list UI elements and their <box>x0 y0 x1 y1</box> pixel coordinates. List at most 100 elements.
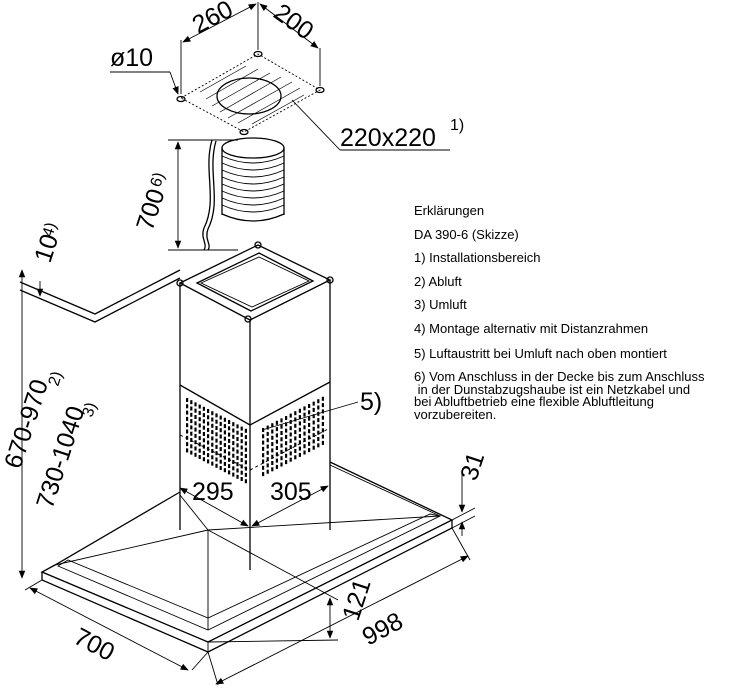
vent-slot <box>223 424 226 429</box>
vent-slot <box>215 419 218 424</box>
vent-slot <box>285 447 288 452</box>
vent-slot <box>223 443 226 447</box>
vent-slot <box>202 457 205 462</box>
vent-slot <box>211 442 214 447</box>
vent-slot <box>190 400 193 405</box>
vent-slot <box>317 405 320 410</box>
vent-slot <box>303 406 306 411</box>
canopy-height-dimension <box>207 529 339 643</box>
vent-slot <box>280 431 283 435</box>
vent-slot <box>289 426 292 431</box>
vent-slot <box>211 455 214 460</box>
vent-slot <box>215 426 218 430</box>
vent-slots-left <box>186 398 247 484</box>
vent-slot <box>266 431 269 436</box>
vent-slot <box>198 442 201 447</box>
vent-slot <box>215 457 218 462</box>
vent-slot <box>223 436 226 441</box>
vent-slot <box>215 438 218 443</box>
vent-slot <box>271 461 274 465</box>
top-width-label: 260 <box>188 0 238 39</box>
vent-slot <box>303 419 306 423</box>
vent-slot <box>262 453 265 458</box>
vent-slot <box>236 430 239 435</box>
mount-hole-right <box>315 86 325 94</box>
duct-height-label: 700 <box>131 186 171 234</box>
vent-slot <box>207 446 210 451</box>
vent-slot <box>262 472 265 477</box>
vent-slot <box>266 469 269 474</box>
top-depth-label: 200 <box>268 0 318 45</box>
depth-label: 700 <box>69 623 119 667</box>
vent-slot <box>303 437 306 442</box>
legend-item: 5) Luftaustritt bei Umluft nach oben mon… <box>414 346 667 361</box>
vent-slot <box>298 421 301 426</box>
legend-note-line: 6) Vom Anschluss in der Decke bis zum An… <box>414 369 705 384</box>
canopy-thickness-dimension <box>451 470 476 536</box>
vent-slot <box>198 448 201 453</box>
vent-slot <box>280 456 283 461</box>
vent-slot <box>275 464 278 469</box>
vent-slot <box>298 434 301 438</box>
vent-slot <box>240 451 243 456</box>
vent-slot <box>219 421 222 426</box>
vent-slot <box>312 433 315 438</box>
vent-slot <box>186 398 189 402</box>
vent-slot <box>280 424 283 429</box>
vent-slot <box>271 448 274 453</box>
vent-slot <box>223 430 226 435</box>
vent-slot <box>266 425 269 430</box>
vent-slots-right <box>262 396 324 477</box>
vent-slot <box>190 438 193 442</box>
vent-slot <box>317 430 320 435</box>
vent-slot <box>321 396 324 401</box>
vent-slot <box>232 453 235 458</box>
vent-slot <box>190 450 193 455</box>
vent-slot <box>194 421 197 426</box>
vent-slot <box>321 422 324 426</box>
vent-slot <box>262 465 265 470</box>
vent-slot <box>285 428 288 433</box>
vent-slot <box>240 432 243 437</box>
vent-slot <box>232 428 235 433</box>
vent-slot <box>244 435 247 440</box>
vent-slot <box>186 423 189 428</box>
vent-slot <box>194 415 197 419</box>
vent-slot <box>312 407 315 412</box>
duct-height-dimension <box>168 139 238 251</box>
vent-slot <box>211 423 214 428</box>
vent-slot <box>294 417 297 422</box>
vent-slot <box>289 457 292 462</box>
vent-slot <box>236 468 239 473</box>
vent-slot <box>321 440 324 445</box>
vent-slot <box>317 424 320 429</box>
vent-slot <box>289 445 292 450</box>
vent-slot <box>232 441 235 446</box>
vent-slot <box>207 453 210 458</box>
vent-slot <box>317 399 320 404</box>
vent-slot <box>298 408 301 413</box>
vent-slot <box>240 445 243 450</box>
vent-slot <box>211 461 214 466</box>
vent-slot <box>294 423 297 428</box>
vent-slot <box>194 408 197 413</box>
vent-slot <box>244 466 247 471</box>
legend: Erklärungen DA 390-6 (Skizze) 1) Install… <box>414 203 705 422</box>
vent-slot <box>198 423 201 428</box>
vent-slot <box>280 449 283 454</box>
chimney-width-dimensions <box>179 485 329 527</box>
vent-callout-label: 5) <box>360 388 382 416</box>
vent-slot <box>190 419 193 424</box>
vent-slot <box>207 427 210 432</box>
vent-slot <box>240 458 243 463</box>
height-exhaust-note: 2) <box>46 369 67 388</box>
vent-slot <box>228 470 231 475</box>
vent-slot <box>308 416 311 421</box>
vent-slot <box>232 422 235 427</box>
vent-slot <box>244 428 247 433</box>
legend-note-line: bei Abluftbetrieb eine flexible Abluftle… <box>414 394 654 409</box>
legend-note-line: in der Dunstabzugshaube ist ein Netzkabe… <box>414 382 690 397</box>
hole-diameter-label: ø10 <box>110 44 153 72</box>
vent-slot <box>280 418 283 423</box>
power-cable <box>202 139 217 251</box>
